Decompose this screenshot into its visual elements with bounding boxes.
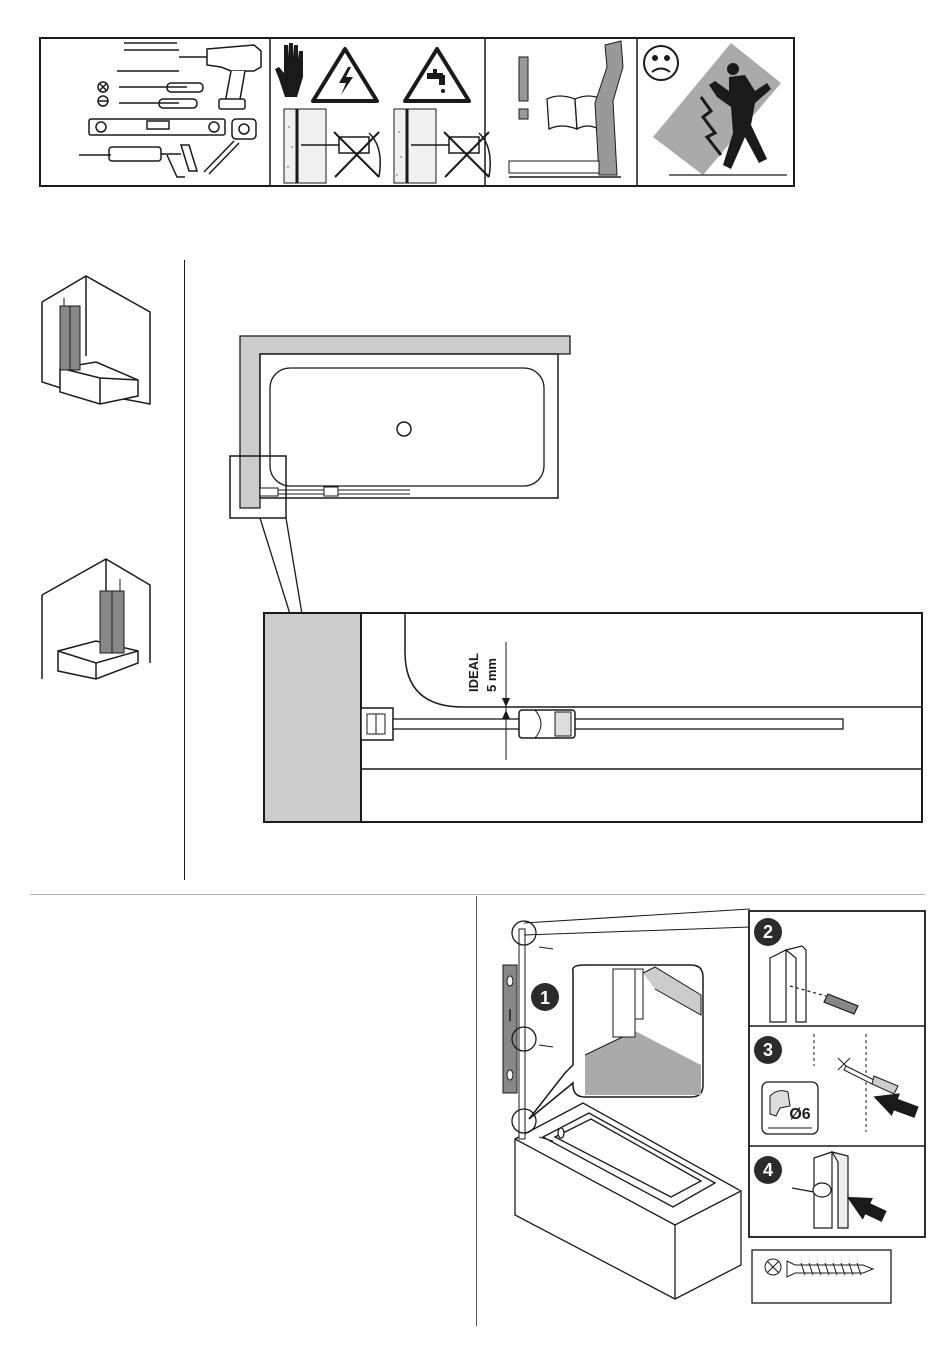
bath-screen-thumbnail-right [38, 272, 158, 412]
step-4-label: 4 [758, 1160, 778, 1181]
detail-zoom-view: IDEAL 5 mm [263, 612, 923, 824]
bath-screen-thumbnail-left [38, 555, 158, 690]
step-3-label: 3 [758, 1040, 778, 1061]
installation-main-view: 1 [495, 915, 755, 1325]
bathtub-plan-view [224, 332, 580, 524]
zoom-connector [256, 518, 306, 618]
ideal-label: IDEAL [466, 653, 481, 692]
drill-size-label: Ø6 [780, 1106, 820, 1124]
gap-label: 5 mm [484, 658, 499, 692]
screw-icon [751, 1249, 892, 1304]
steps-panel [748, 910, 926, 1240]
bottom-vertical-divider [476, 896, 477, 1326]
warning-strip [39, 37, 795, 187]
step-1-label: 1 [540, 988, 550, 1008]
step-2-label: 2 [758, 922, 778, 943]
step-connector [520, 905, 752, 945]
horizontal-divider [30, 894, 925, 895]
vertical-divider [184, 260, 185, 880]
